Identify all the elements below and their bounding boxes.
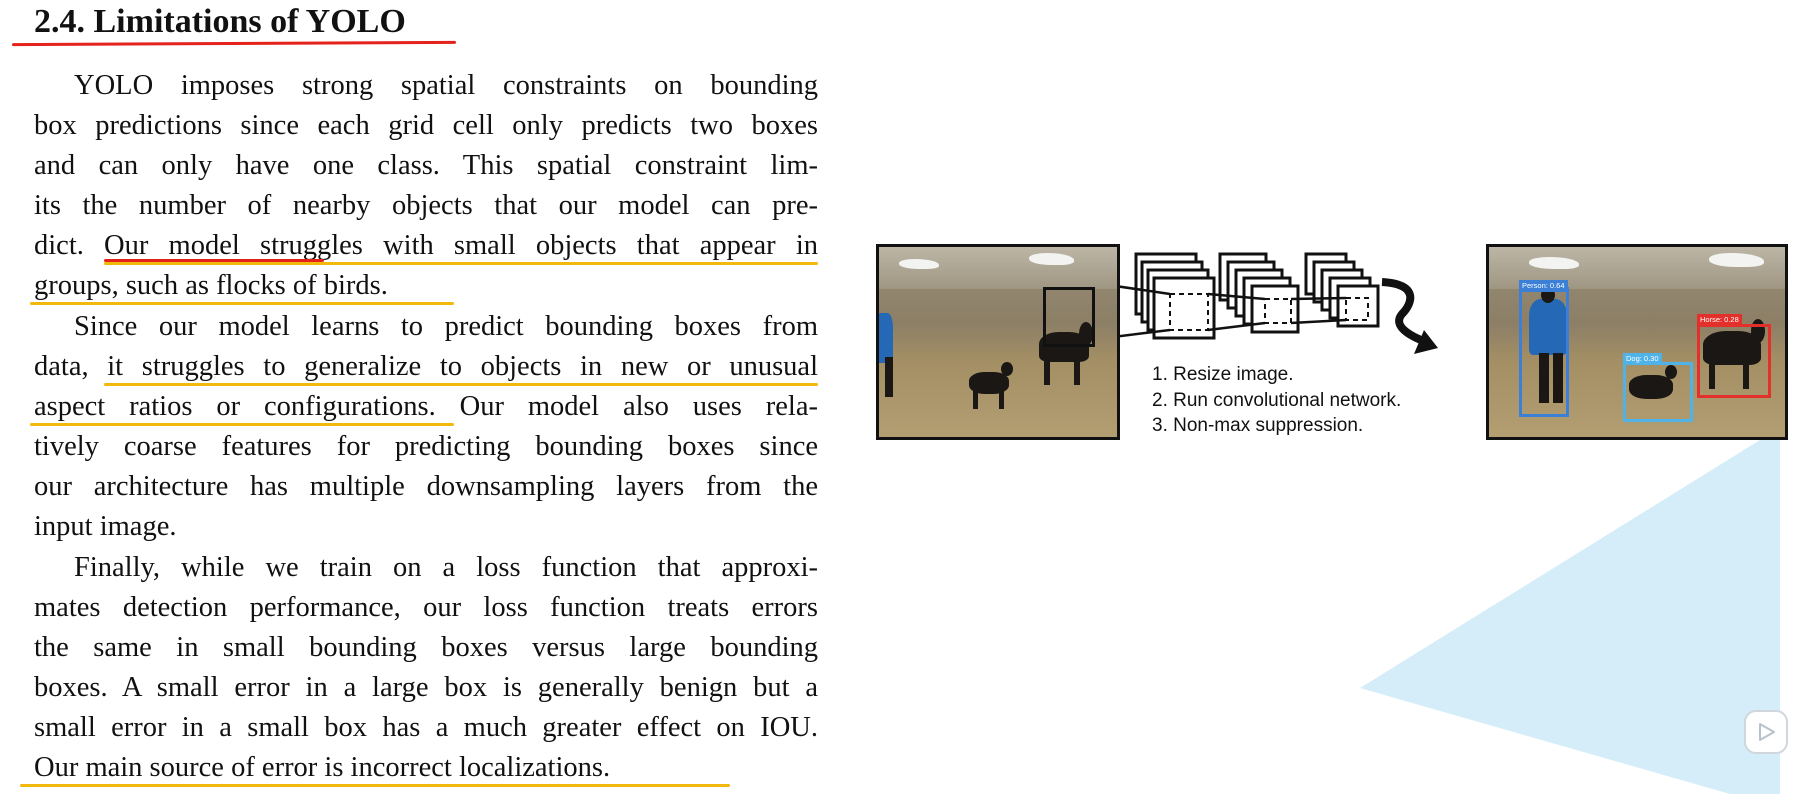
input-image: [876, 244, 1120, 440]
horse-detection-box: [1697, 324, 1771, 398]
cnn-diagram: [1120, 252, 1438, 354]
dog-detection-box: [1623, 362, 1693, 422]
detection-label: Dog: 0.30: [1623, 353, 1662, 365]
step-item: 1. Resize image.: [1152, 364, 1294, 385]
highlight-underline: [30, 302, 454, 305]
output-image: Person: 0.64 Horse: 0.28 Dog: 0.30: [1486, 244, 1788, 440]
step-item: 3. Non-max suppression.: [1152, 415, 1364, 436]
section-heading: 2.4. Limitations of YOLO: [34, 3, 406, 40]
text-line: the same in small bounding boxes versus …: [34, 632, 818, 663]
text-line: Our main source of error is incorrect lo…: [34, 752, 611, 783]
play-icon: [1759, 723, 1775, 741]
text-line: input image.: [34, 511, 177, 542]
detection-label: Person: 0.64: [1519, 280, 1568, 292]
text-line: dict. Our model struggles with small obj…: [34, 230, 818, 261]
text-line: and can only have one class. This spatia…: [34, 150, 818, 181]
person-detection-box: [1519, 287, 1569, 417]
text-line: our architecture has multiple downsampli…: [34, 471, 818, 502]
yolo-pipeline-figure: 1. Resize image. 2. Run convolutional ne…: [876, 244, 1788, 440]
detection-label: Horse: 0.28: [1697, 314, 1742, 326]
red-pen-underline: [104, 259, 324, 262]
text-line: boxes. A small error in a large box is g…: [34, 672, 818, 703]
text-line: data, it struggles to generalize to obje…: [34, 351, 818, 382]
paragraph-3: Finally, while we train on a loss functi…: [34, 548, 818, 788]
highlight-underline: [104, 383, 818, 386]
highlight-underline: [104, 262, 818, 265]
text-line: aspect ratios or configurations. Our mod…: [34, 391, 818, 422]
text-line: tively coarse features for predicting bo…: [34, 431, 818, 462]
text-line: small error in a small box has a much gr…: [34, 712, 818, 743]
step-item: 2. Run convolutional network.: [1152, 389, 1402, 411]
pipeline-steps: 1. Resize image. 2. Run convolutional ne…: [1152, 362, 1401, 439]
paragraph-2: Since our model learns to predict boundi…: [34, 307, 818, 547]
pointer-beam: [1360, 440, 1780, 794]
text-line: box predictions since each grid cell onl…: [34, 110, 818, 141]
text-line: groups, such as flocks of birds.: [34, 270, 388, 301]
highlight-underline: [30, 423, 454, 426]
text-line: YOLO imposes strong spatial constraints …: [74, 70, 818, 101]
paragraph-1: YOLO imposes strong spatial constraints …: [34, 66, 818, 306]
text-line: mates detection performance, our loss fu…: [34, 592, 818, 623]
text-line: its the number of nearby objects that ou…: [34, 190, 818, 221]
play-button[interactable]: [1744, 710, 1788, 754]
highlight-underline: [20, 784, 730, 787]
text-line: Since our model learns to predict boundi…: [74, 311, 818, 342]
text-line: Finally, while we train on a loss functi…: [74, 552, 818, 583]
